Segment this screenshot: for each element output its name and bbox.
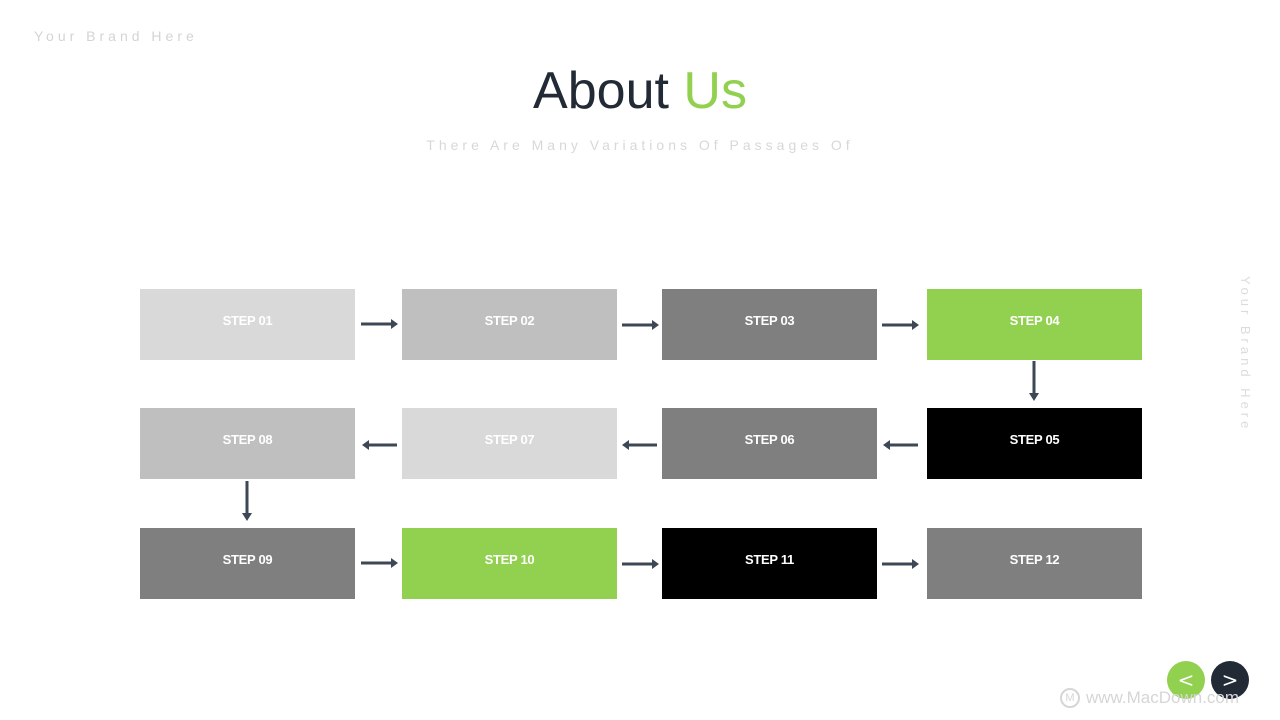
arrow-right-icon [622, 559, 659, 569]
step-11: STEP 11 [662, 528, 877, 599]
step-11-label: STEP 11 [745, 552, 794, 567]
arrow-down-icon [1029, 361, 1039, 401]
title-accent: Us [683, 62, 747, 120]
step-07-label: STEP 07 [484, 432, 535, 447]
arrow-right-icon [622, 320, 659, 330]
arrow-right-icon [361, 558, 398, 568]
step-01: STEP 01 [140, 289, 355, 360]
arrow-left-icon [883, 440, 918, 450]
arrow-right-icon [361, 319, 398, 329]
brand-label: Your Brand Here [34, 28, 198, 44]
step-08-label: STEP 08 [222, 432, 273, 447]
arrow-left-icon [362, 440, 397, 450]
step-05: STEP 05 [927, 408, 1142, 479]
step-07: STEP 07 [402, 408, 617, 479]
step-03-label: STEP 03 [744, 313, 795, 328]
step-02: STEP 02 [402, 289, 617, 360]
arrow-right-icon [882, 559, 919, 569]
arrow-down-icon [242, 481, 252, 521]
prev-slide-button[interactable]: < [1167, 661, 1205, 699]
step-12-label: STEP 12 [1009, 552, 1060, 567]
page-subtitle: There Are Many Variations Of Passages Of [426, 137, 854, 153]
step-10-label: STEP 10 [484, 552, 535, 567]
next-slide-button[interactable]: > [1211, 661, 1249, 699]
watermark: M www.MacDown.com [1060, 688, 1239, 708]
step-09-label: STEP 09 [222, 552, 273, 567]
step-03: STEP 03 [662, 289, 877, 360]
title-main: About [533, 62, 669, 120]
arrow-left-icon [622, 440, 657, 450]
step-02-label: STEP 02 [484, 313, 535, 328]
watermark-text: www.MacDown.com [1086, 688, 1240, 707]
brand-side-label: Your Brand Here [1238, 276, 1253, 433]
macdown-logo-icon: M [1060, 688, 1080, 708]
step-04: STEP 04 [927, 289, 1142, 360]
step-04-label: STEP 04 [1009, 313, 1060, 328]
step-05-label: STEP 05 [1009, 432, 1060, 447]
step-08: STEP 08 [140, 408, 355, 479]
step-09: STEP 09 [140, 528, 355, 599]
page-title: About Us [0, 58, 1280, 124]
step-12: STEP 12 [927, 528, 1142, 599]
step-01-label: STEP 01 [222, 313, 273, 328]
step-06: STEP 06 [662, 408, 877, 479]
arrow-right-icon [882, 320, 919, 330]
step-10: STEP 10 [402, 528, 617, 599]
step-06-label: STEP 06 [744, 432, 795, 447]
